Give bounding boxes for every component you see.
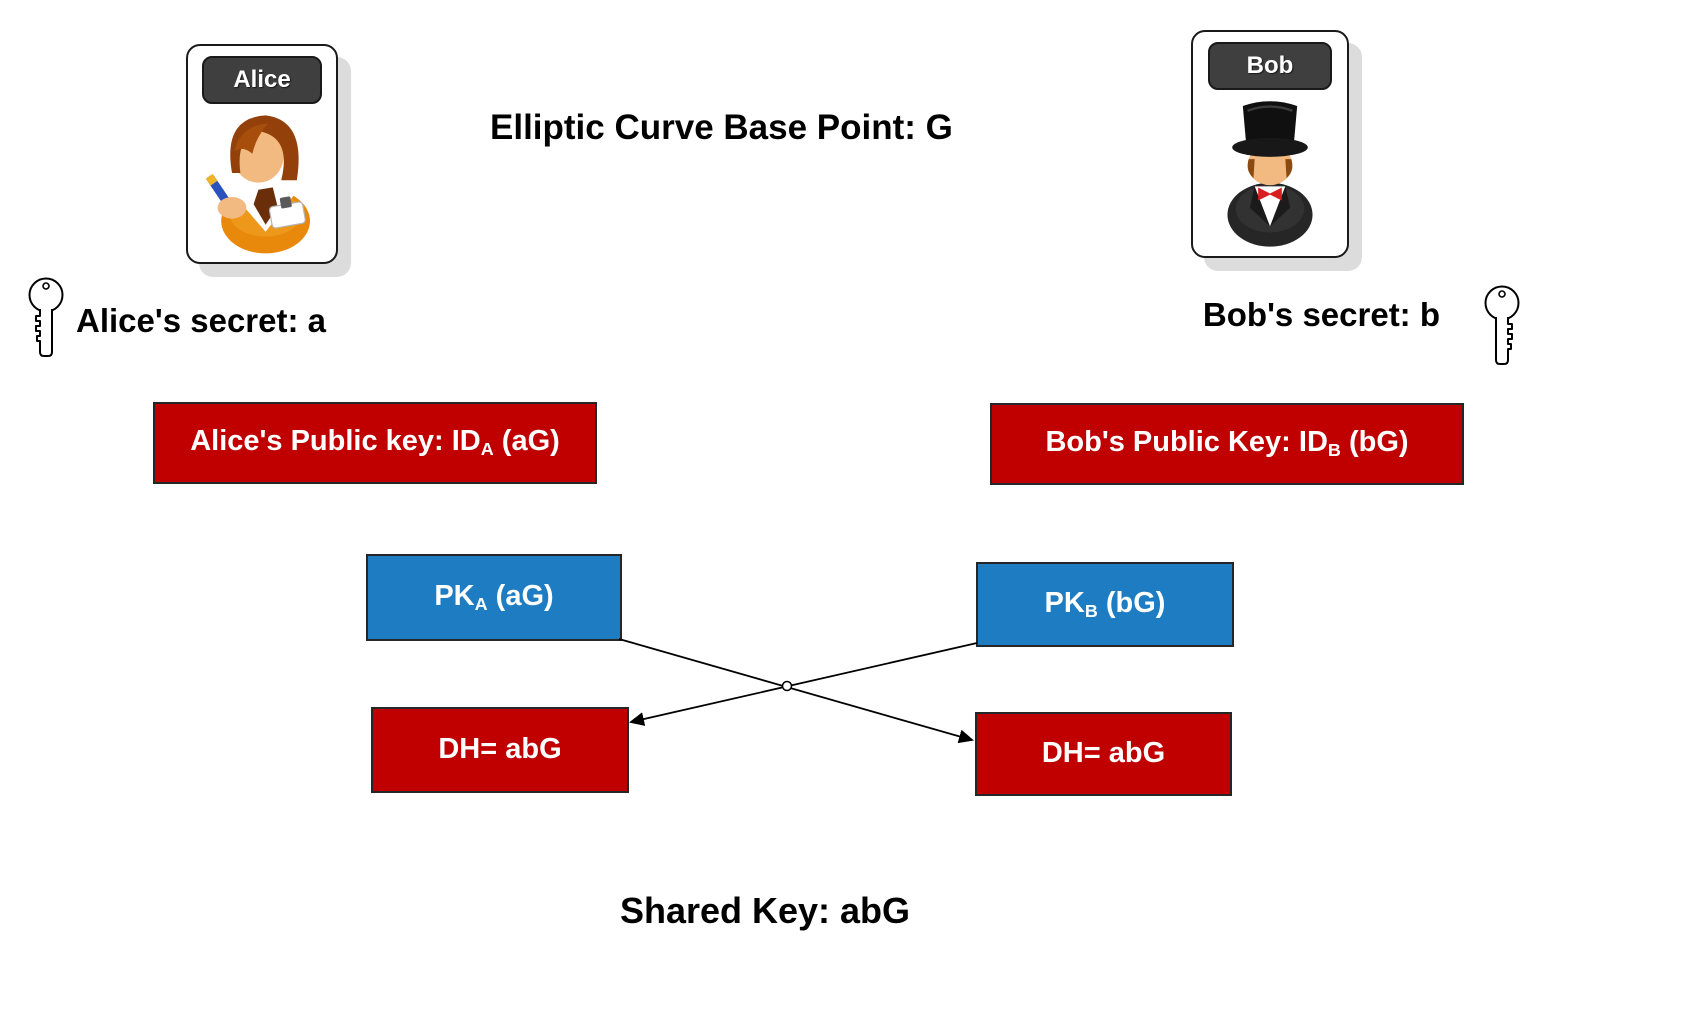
- bob-pk-label: PKB (bG): [1044, 586, 1166, 622]
- alice-dh-label: DH= abG: [438, 733, 562, 766]
- alice-dh-box: DH= abG: [371, 707, 629, 793]
- bob-public-key-box: Bob's Public Key: IDB (bG): [990, 403, 1464, 485]
- alice-card: Alice: [186, 44, 338, 264]
- bob-dh-box: DH= abG: [975, 712, 1232, 796]
- bob-pk-text: PK: [1044, 586, 1085, 619]
- arrow-pka-to-bob: [618, 638, 974, 744]
- bob-pk-box: PKB (bG): [976, 562, 1234, 647]
- alice-pk-subscript: A: [474, 593, 488, 614]
- arrow-pkb-to-alice: [629, 642, 978, 726]
- alice-pk-box: PKA (aG): [366, 554, 622, 641]
- bob-pk-suffix: (bG): [1097, 586, 1166, 619]
- bob-public-key-label: Bob's Public Key: IDB (bG): [1045, 426, 1409, 461]
- bob-dh-label: DH= abG: [1041, 737, 1166, 770]
- alice-pk-text: PK: [434, 579, 475, 612]
- alice-public-key-suffix: (aG): [493, 425, 560, 458]
- alice-key-icon: [24, 276, 68, 365]
- shared-key-label: Shared Key: abG: [619, 890, 911, 931]
- bob-card-title: Bob: [1208, 42, 1332, 90]
- bob-avatar-icon: [1205, 92, 1335, 250]
- alice-card-title: Alice: [202, 56, 322, 104]
- bob-pk-subscript: B: [1084, 600, 1098, 621]
- alice-pk-label: PKA (aG): [434, 579, 554, 615]
- alice-public-key-label: Alice's Public key: IDA (aG): [190, 425, 560, 460]
- alice-public-key-box: Alice's Public key: IDA (aG): [153, 402, 597, 484]
- alice-secret-label: Alice's secret: a: [76, 302, 326, 339]
- line-crossing-hop: [781, 680, 793, 692]
- bob-secret-label: Bob's secret: b: [1202, 296, 1440, 333]
- bob-key-icon: [1480, 284, 1524, 373]
- base-point-title: Elliptic Curve Base Point: G: [490, 108, 953, 147]
- alice-public-key-subscript: A: [480, 439, 494, 460]
- alice-avatar-icon: [196, 108, 328, 256]
- bob-public-key-suffix: (bG): [1340, 426, 1409, 459]
- bob-public-key-text: Bob's Public Key: ID: [1045, 426, 1328, 459]
- bob-card: Bob: [1191, 30, 1349, 258]
- bob-public-key-subscript: B: [1327, 440, 1341, 461]
- alice-public-key-text: Alice's Public key: ID: [190, 425, 481, 458]
- alice-pk-suffix: (aG): [487, 579, 554, 612]
